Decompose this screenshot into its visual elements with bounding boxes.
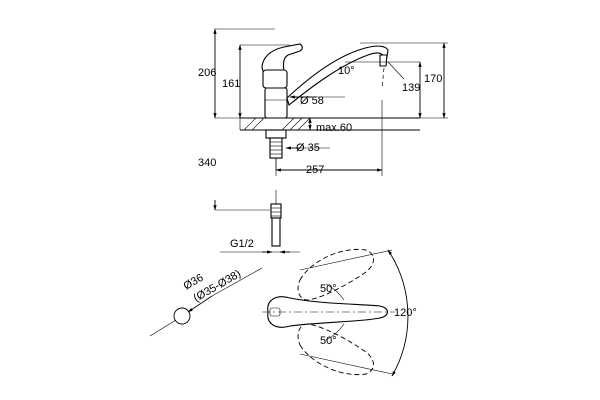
spout-angle-label: 10° (338, 65, 355, 77)
max-deck-thickness-label: max.60 (316, 122, 352, 134)
body-column (264, 87, 288, 119)
mounting-hole (173, 307, 191, 325)
dimension-lines (213, 28, 448, 176)
side-view-labels: 206 161 10° 139 170 Ø 58 max.60 Ø 35 340… (198, 65, 442, 176)
faucet-body (261, 43, 389, 119)
rotation-top-label: 50° (320, 283, 337, 295)
rotation-total-label: 120° (394, 307, 417, 319)
top-view-rotation: 50° 50° 120° (262, 248, 417, 377)
lever-handle (261, 43, 303, 75)
thread-label: G1/2 (230, 238, 254, 250)
hole-diameter-label: Ø 35 (296, 142, 320, 154)
body-diameter-label: Ø 58 (300, 95, 324, 107)
mounting-hole-view: Ø36 (Ø35-Ø38) (149, 267, 263, 337)
threaded-rod (269, 137, 283, 159)
hose-detail: G1/2 (213, 190, 300, 254)
hose-length-label: 340 (198, 157, 216, 169)
side-view: 206 161 10° 139 170 Ø 58 max.60 Ø 35 340… (198, 28, 448, 176)
outlet-height-label: 139 (402, 82, 420, 94)
countertop-hatch (243, 117, 311, 131)
total-height-label: 206 (198, 67, 216, 79)
spout-height-label: 170 (424, 73, 442, 85)
lever-ghost-top (297, 248, 374, 301)
rotation-bottom-label: 50° (320, 335, 337, 347)
spout-reach-label: 257 (306, 164, 324, 176)
lever-ghost-bottom (297, 323, 374, 376)
aerator (379, 54, 388, 67)
cartridge-cap (262, 69, 288, 89)
lever-height-label: 161 (222, 78, 240, 90)
rotation-arc (387, 249, 409, 377)
mounting-below-deck (265, 129, 287, 170)
